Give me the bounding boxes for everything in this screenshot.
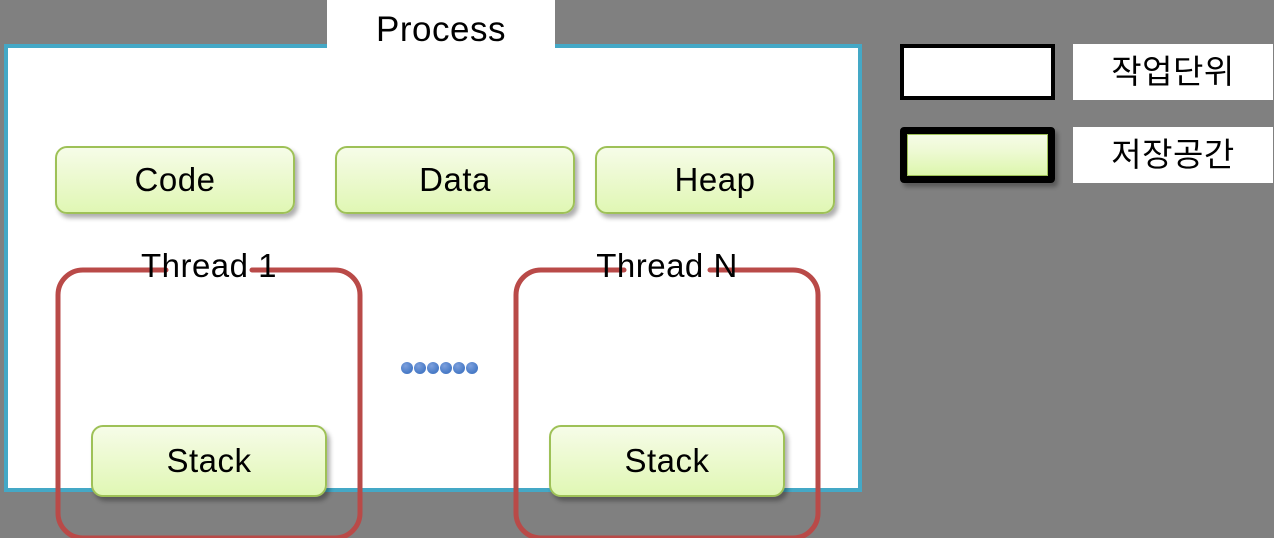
- ellipsis-dot: [466, 362, 478, 374]
- legend-item-storage: 저장공간: [900, 127, 1273, 183]
- thread-n-outline: [513, 267, 821, 538]
- legend-item-work-unit: 작업단위: [900, 44, 1273, 100]
- ellipsis-dot: [414, 362, 426, 374]
- ellipsis-dot: [401, 362, 413, 374]
- segment-box-code[interactable]: Code: [55, 146, 295, 214]
- legend-label-work-unit: 작업단위: [1073, 44, 1273, 100]
- stack-label-thread-1: Stack: [166, 442, 252, 479]
- ellipsis-dot: [427, 362, 439, 374]
- thread-1-label: Thread 1: [140, 247, 278, 284]
- ellipsis-dots-icon: [401, 362, 478, 374]
- stack-label-thread-n: Stack: [624, 442, 710, 479]
- thread-group-n[interactable]: Thread N: [512, 247, 822, 538]
- ellipsis-dot: [440, 362, 452, 374]
- thread-group-1[interactable]: Thread 1: [54, 247, 364, 538]
- thread-1-outline: [55, 267, 363, 538]
- segment-label-data: Data: [419, 161, 491, 198]
- legend-swatch-storage: [900, 127, 1055, 183]
- segment-box-data[interactable]: Data: [335, 146, 575, 214]
- process-title: Process: [327, 0, 555, 60]
- process-panel: Code Data Heap Thread 1 Thread N Stack S…: [4, 44, 862, 538]
- segment-label-code: Code: [134, 161, 216, 198]
- stack-box-thread-1[interactable]: Stack: [91, 425, 327, 497]
- legend-swatch-work-unit: [900, 44, 1055, 100]
- stack-box-thread-n[interactable]: Stack: [549, 425, 785, 497]
- segment-box-heap[interactable]: Heap: [595, 146, 835, 214]
- legend-label-storage: 저장공간: [1073, 127, 1273, 183]
- ellipsis-dot: [453, 362, 465, 374]
- thread-n-label: Thread N: [596, 247, 738, 284]
- segment-label-heap: Heap: [674, 161, 756, 198]
